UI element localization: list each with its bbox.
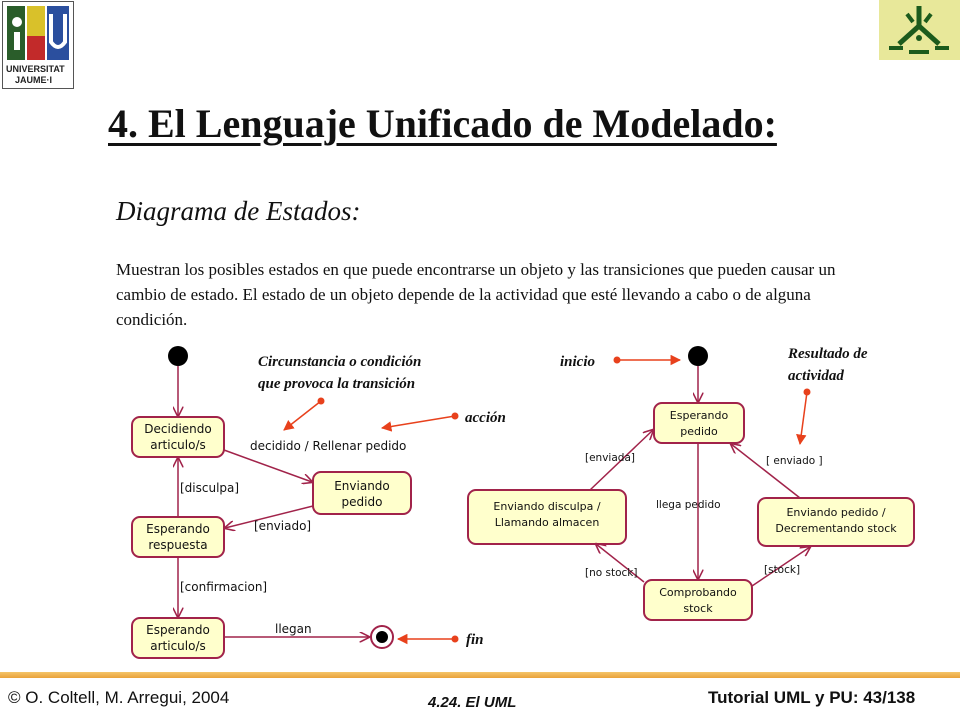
faculty-logo: [879, 0, 960, 60]
transition-label-confirmacion: [confirmacion]: [180, 580, 267, 594]
note-accion: acción: [465, 410, 506, 426]
state-enviando-disculpa: Enviando disculpa / Llamando almacen: [467, 489, 627, 545]
state-label-line: Llamando almacen: [495, 516, 600, 529]
note-pointer-line: [380, 415, 456, 432]
note-inicio: inicio: [560, 354, 595, 370]
state-label-line: stock: [683, 602, 713, 615]
transition-label-disculpa: [disculpa]: [180, 481, 239, 495]
state-label-line: articulo/s: [150, 639, 206, 653]
transition-label-enviado-right: [ enviado ]: [766, 455, 823, 467]
state-label-line: articulo/s: [150, 438, 206, 452]
transition-label-llegan: llegan: [275, 622, 312, 636]
initial-state-left: [168, 346, 188, 366]
state-label: Comprobando stock: [659, 586, 737, 615]
transition-decidido: [223, 449, 312, 482]
transition-enviada: [589, 430, 653, 491]
note-circunstancia-line-2: que provoca la transición: [258, 376, 415, 392]
description-paragraph: Muestran los posibles estados en que pue…: [116, 260, 836, 329]
footer-divider: [0, 672, 960, 678]
logo-text-line-2: JAUME·I: [15, 75, 52, 85]
state-esperando-pedido: Esperando pedido: [653, 402, 745, 444]
state-enviando-pedido-decrementando: Enviando pedido / Decrementando stock: [757, 497, 915, 547]
state-esperando-articulos: Esperando articulo/s: [131, 617, 225, 659]
footer-section: 4.24. El UML: [428, 694, 517, 711]
state-label-line: Enviando: [334, 479, 390, 493]
state-label: Esperando articulo/s: [146, 623, 210, 653]
transition-label-stock: [stock]: [764, 564, 800, 576]
final-state-left: [370, 625, 394, 649]
state-label-line: Decrementando stock: [775, 522, 897, 535]
transition-label-llega-pedido: llega pedido: [656, 499, 721, 511]
note-resultado-line-2: actividad: [788, 368, 844, 384]
transition-no-stock: [596, 544, 645, 583]
state-label-line-1: Decidiendo articulo/s: [144, 422, 211, 452]
state-label-line: Comprobando: [659, 586, 737, 599]
state-esperando-respuesta: Esperando respuesta: [131, 516, 225, 558]
note-pointer-line: [796, 391, 808, 446]
section-subtitle: Diagrama de Estados:: [116, 196, 361, 226]
state-label-line: respuesta: [148, 538, 207, 552]
footer-page-number: Tutorial UML y PU: 43/138: [708, 688, 916, 707]
note-fin: fin: [466, 632, 484, 648]
state-enviando-pedido: Enviando pedido: [312, 471, 412, 515]
university-emblem-icon: UNIVERSITAT JAUME·I: [6, 6, 69, 85]
transition-enviado-right: [731, 444, 801, 499]
state-label: Enviando pedido / Decrementando stock: [775, 506, 897, 535]
state-label-line: Esperando: [146, 522, 210, 536]
note-resultado-line-1: Resultado de: [787, 346, 868, 362]
state-label-line: pedido: [680, 425, 718, 438]
transition-label-enviado: [enviado]: [254, 519, 311, 533]
transition-label-enviada: [enviada]: [585, 452, 635, 464]
transition-label-decidido: decidido / Rellenar pedido: [250, 439, 406, 453]
state-label: Enviando disculpa / Llamando almacen: [493, 500, 600, 529]
state-label: Esperando respuesta: [146, 522, 210, 552]
initial-state-right: [688, 346, 708, 366]
logo-text-line-1: UNIVERSITAT: [6, 64, 65, 74]
state-decidiendo-articulos: Decidiendo articulo/s: [131, 416, 225, 458]
note-pointer-line: [283, 400, 322, 431]
state-label: Enviando pedido: [334, 479, 390, 509]
state-diagrams: Decidiendo articulo/s Enviando pedido Espe…: [131, 346, 915, 659]
state-label-line: Enviando pedido /: [786, 506, 885, 519]
state-label-line: Enviando disculpa /: [493, 500, 600, 513]
triangle-emblem-icon: [879, 0, 960, 60]
transition-label-no-stock: [no stock]: [585, 567, 637, 579]
transition-stock: [751, 547, 810, 587]
state-label-line: pedido: [342, 495, 383, 509]
state-label-line: Esperando: [146, 623, 210, 637]
state-label-line: Esperando: [670, 409, 729, 422]
state-label: Esperando pedido: [670, 409, 729, 438]
footer-copyright: © O. Coltell, M. Arregui, 2004: [8, 688, 230, 707]
page-title: 4. El Lenguaje Unificado de Modelado:: [108, 101, 777, 146]
universitat-jaume-logo: UNIVERSITAT JAUME·I: [2, 1, 74, 89]
right-state-diagram: Esperando pedido Enviando disculpa / Llama…: [467, 346, 915, 621]
note-circunstancia-line-1: Circunstancia o condición: [258, 354, 421, 370]
state-label-line: Decidiendo: [144, 422, 211, 436]
state-comprobando-stock: Comprobando stock: [643, 579, 753, 621]
left-state-diagram: Decidiendo articulo/s Enviando pedido Espe…: [131, 346, 506, 659]
transition-enviado: [225, 505, 314, 528]
